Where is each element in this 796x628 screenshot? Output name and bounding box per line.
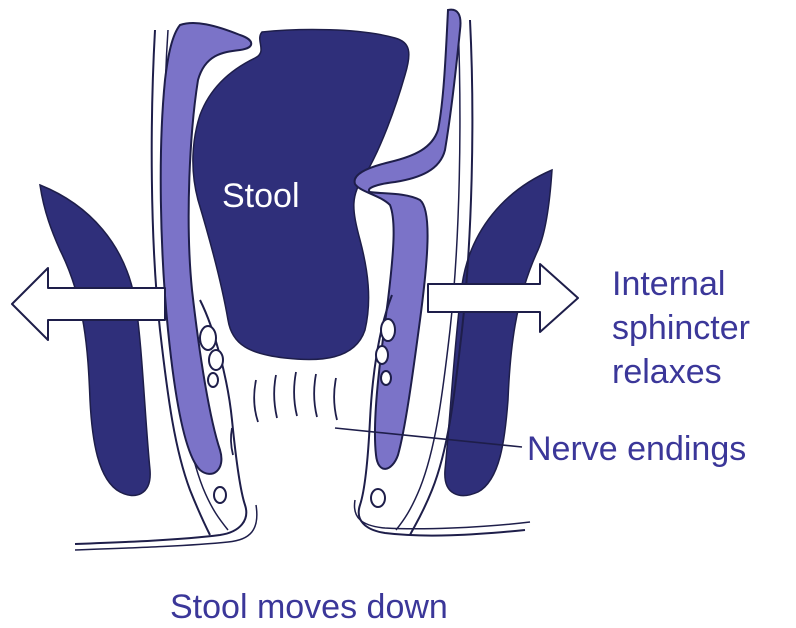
left-external-muscle xyxy=(40,185,150,496)
left-gland-2 xyxy=(209,350,223,370)
right-gland-4 xyxy=(371,489,385,507)
nerve-stroke-5 xyxy=(334,378,337,420)
left-gland-3 xyxy=(208,373,218,387)
stool-label: Stool xyxy=(222,177,300,216)
internal-sphincter-line-3: relaxes xyxy=(612,350,750,394)
internal-sphincter-line-2: sphincter xyxy=(612,306,750,350)
diagram-caption: Stool moves down xyxy=(170,588,448,627)
right-gland-2 xyxy=(376,346,388,364)
nerve-stroke-3 xyxy=(294,372,297,416)
nerve-stroke-1 xyxy=(254,380,258,422)
right-gland-3 xyxy=(381,371,391,385)
left-gland-1 xyxy=(200,326,216,350)
nerve-endings-label: Nerve endings xyxy=(527,430,746,469)
nerve-stroke-2 xyxy=(274,375,277,418)
nerve-stroke-4 xyxy=(314,374,317,417)
internal-sphincter-line-1: Internal xyxy=(612,262,750,306)
left-gland-4 xyxy=(214,487,226,503)
internal-sphincter-label: Internal sphincter relaxes xyxy=(612,262,750,394)
right-gland-1 xyxy=(381,319,395,341)
